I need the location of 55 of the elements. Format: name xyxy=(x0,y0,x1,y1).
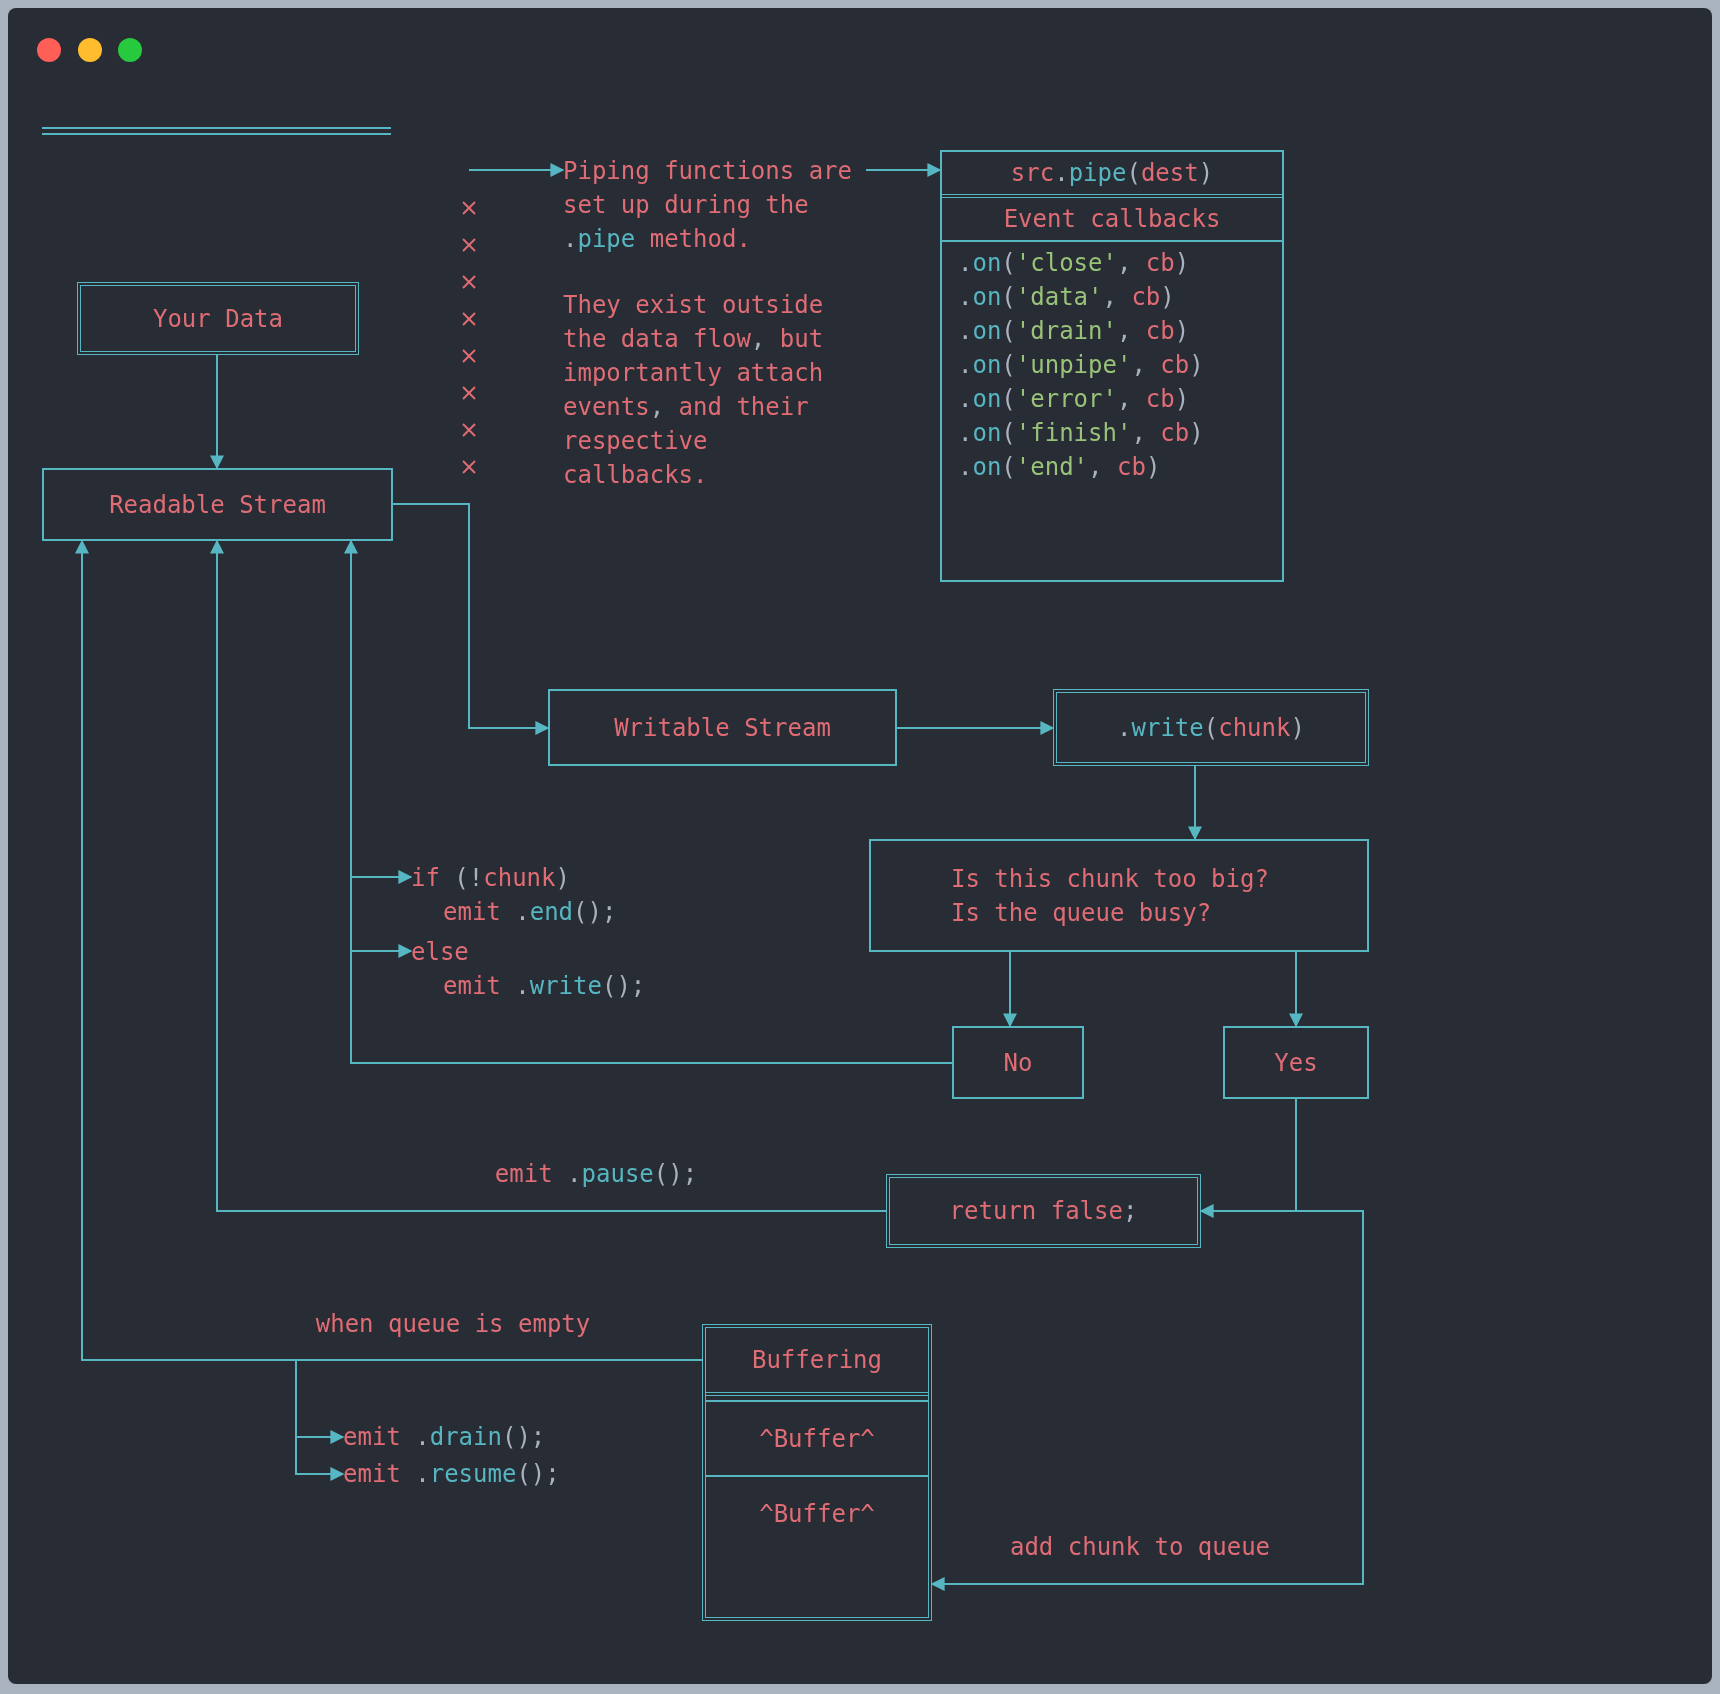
node-label: .on('unpipe', cb) xyxy=(957,350,1205,381)
node-label: Is this chunk too big? xyxy=(951,863,1269,895)
node-label: Is the queue busy? xyxy=(951,897,1212,929)
arrow xyxy=(1003,951,1017,1028)
node-label: emit .write(); xyxy=(442,971,646,1002)
node-label: else xyxy=(411,937,469,968)
arrow xyxy=(930,1098,1364,1591)
arrow xyxy=(210,539,887,1212)
node-label: Buffering xyxy=(706,1328,928,1396)
node-label: .on('error', cb) xyxy=(957,384,1191,415)
data-box xyxy=(77,282,359,355)
stream-box xyxy=(548,689,897,766)
arrow xyxy=(295,1436,345,1481)
node-label: ^Buffer^ xyxy=(759,1423,875,1455)
node-label: Readable Stream xyxy=(109,489,326,521)
node-label: if (!chunk) xyxy=(411,863,570,894)
node-label: emit .end(); xyxy=(442,897,617,928)
node-label: No xyxy=(1003,1047,1033,1079)
arrow xyxy=(1289,951,1303,1028)
arrow xyxy=(1188,765,1202,841)
node-label: .on('finish', cb) xyxy=(957,418,1205,449)
node-label: .on('drain', cb) xyxy=(957,316,1191,347)
arrow xyxy=(344,539,953,1064)
return-box xyxy=(886,1174,1201,1248)
arrow xyxy=(350,944,413,958)
node-label: .on('data', cb) xyxy=(957,282,1176,313)
arrow xyxy=(896,721,1055,735)
arrow xyxy=(210,354,224,470)
node-label: .on('end', cb) xyxy=(957,452,1162,483)
arrow xyxy=(468,163,565,177)
arrow xyxy=(295,1359,345,1444)
outcome-box xyxy=(952,1026,1084,1099)
node-label: Writable Stream xyxy=(614,712,831,744)
method-box xyxy=(1053,689,1369,766)
note-text: They exist outside the data flow, but importantly attach events, and their respective callbacks. xyxy=(563,290,825,491)
arrow xyxy=(392,503,550,735)
arrow xyxy=(865,163,942,177)
node-label: emit .drain(); xyxy=(343,1422,546,1453)
node-label: emit .resume(); xyxy=(343,1459,560,1490)
node-label: Event callbacks xyxy=(942,198,1282,242)
stream-box xyxy=(42,468,393,541)
node-label: ^Buffer^ xyxy=(759,1498,875,1530)
arrow xyxy=(75,539,703,1361)
callbacks-box xyxy=(940,150,1284,582)
note-text: Piping functions are set up during the .pipe method. xyxy=(563,156,853,255)
node-label: return false; xyxy=(949,1196,1138,1227)
outcome-box xyxy=(1223,1026,1369,1099)
node-label: .on('close', cb) xyxy=(957,248,1191,279)
node-label: src.pipe(dest) xyxy=(942,152,1282,198)
node-label: Yes xyxy=(1274,1047,1318,1079)
buffer-box xyxy=(702,1324,932,1621)
node-label: .write(chunk) xyxy=(1117,712,1305,744)
node-label: Your Data xyxy=(152,303,283,335)
arrow xyxy=(350,870,413,884)
decision-box xyxy=(869,839,1369,952)
